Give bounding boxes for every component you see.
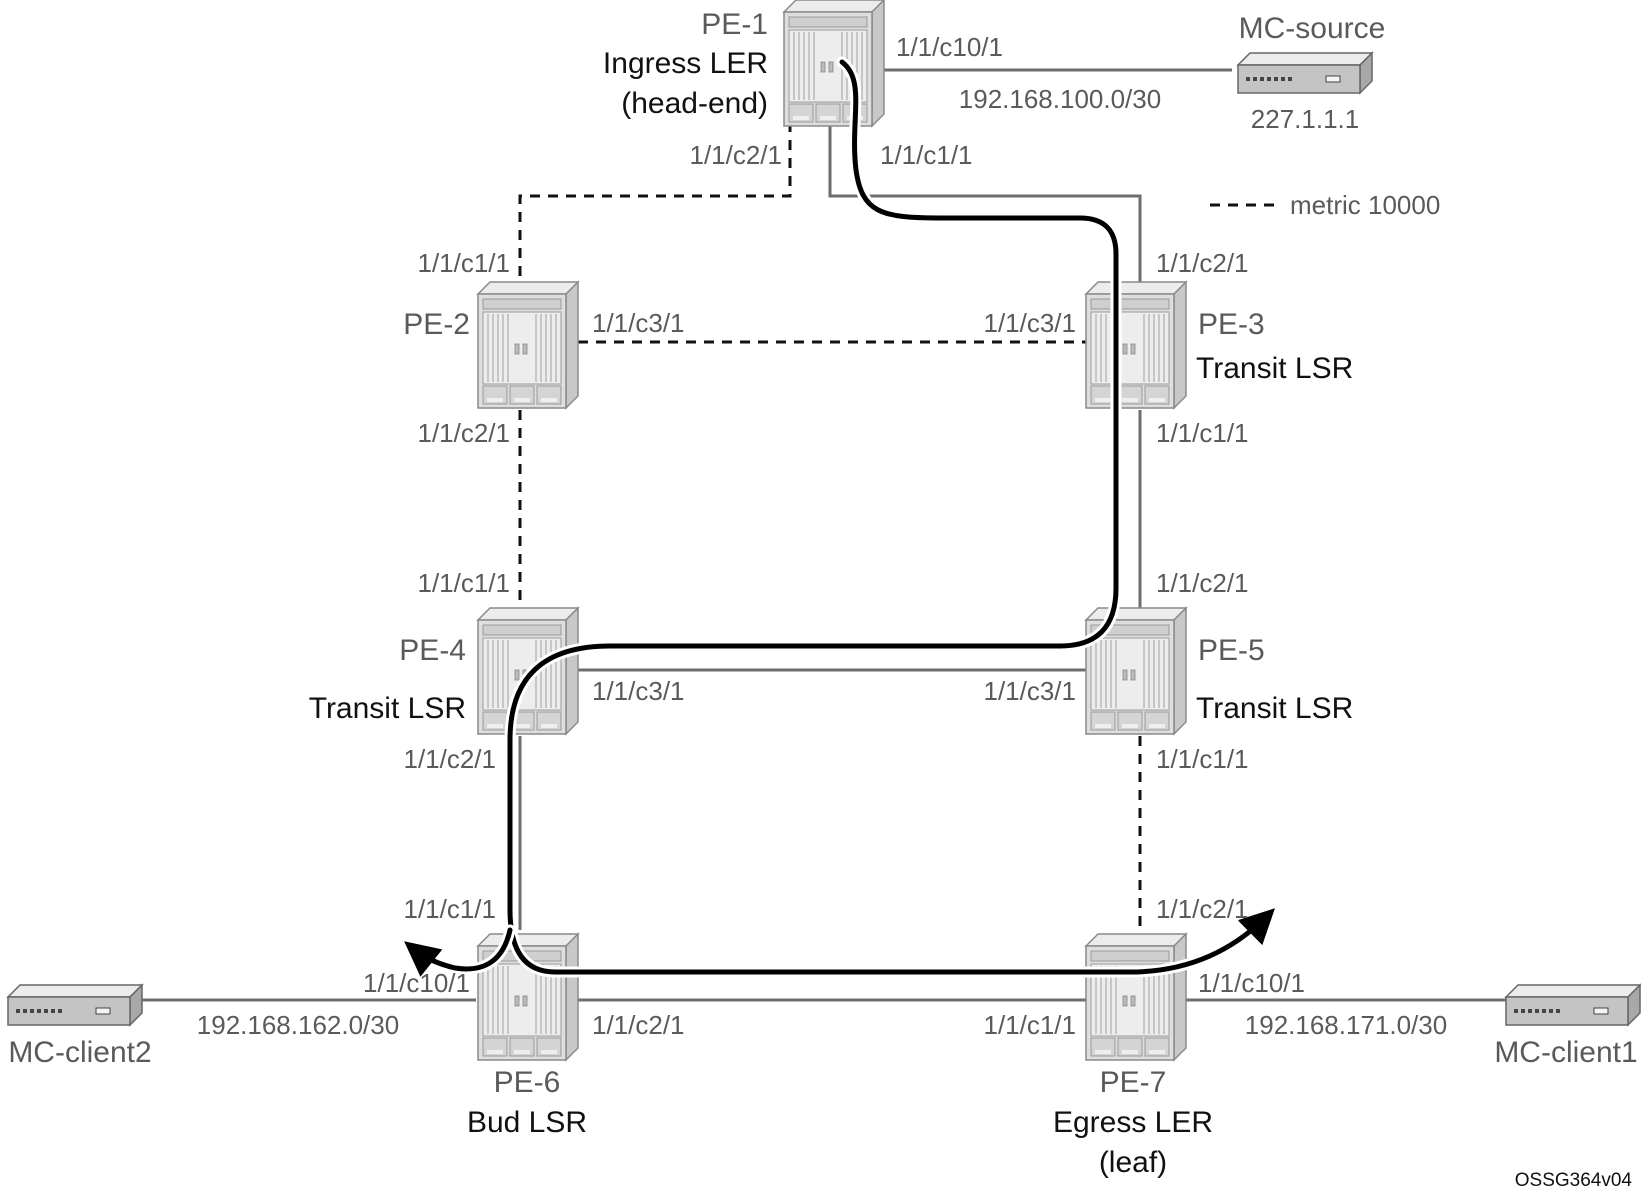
router-pe1-icon[interactable] xyxy=(783,0,885,127)
pe4-port-c2: 1/1/c2/1 xyxy=(403,744,496,774)
pe5-port-c2: 1/1/c2/1 xyxy=(1156,568,1249,598)
pe6-name: PE-6 xyxy=(494,1066,561,1099)
router-pe7-icon[interactable] xyxy=(1085,933,1187,1061)
lsp-path xyxy=(404,56,1275,978)
pe3-role: Transit LSR xyxy=(1196,352,1353,385)
pe1-role: Ingress LER xyxy=(603,47,768,80)
pe1-port-c10: 1/1/c10/1 xyxy=(896,32,1003,62)
host-mc-client1-icon[interactable] xyxy=(1505,984,1641,1026)
pe1-name: PE-1 xyxy=(701,8,768,41)
subnet-client1: 192.168.171.0/30 xyxy=(1245,1010,1447,1040)
pe6-port-c10: 1/1/c10/1 xyxy=(363,968,470,998)
link-pe1-pe2 xyxy=(518,122,792,282)
pe3-name: PE-3 xyxy=(1198,308,1265,341)
mc-source-addr: 227.1.1.1 xyxy=(1251,104,1359,134)
pe3-port-c3: 1/1/c3/1 xyxy=(983,308,1076,338)
pe4-name: PE-4 xyxy=(399,634,466,667)
pe4-port-c3: 1/1/c3/1 xyxy=(592,676,685,706)
pe7-role: Egress LER xyxy=(1053,1106,1213,1139)
pe5-port-c1: 1/1/c1/1 xyxy=(1156,744,1249,774)
pe7-port-c10: 1/1/c10/1 xyxy=(1198,968,1305,998)
mc-source-name: MC-source xyxy=(1239,12,1386,45)
lsp-path-main xyxy=(507,59,1275,975)
pe3-port-c2: 1/1/c2/1 xyxy=(1156,248,1249,278)
pe5-name: PE-5 xyxy=(1198,634,1265,667)
lsp-path-outline xyxy=(504,56,1271,978)
pe6-role: Bud LSR xyxy=(467,1106,587,1139)
link-pe1-pe3 xyxy=(828,122,1142,282)
pe7-name: PE-7 xyxy=(1100,1066,1167,1099)
pe6-port-c1: 1/1/c1/1 xyxy=(403,894,496,924)
pe5-port-c3: 1/1/c3/1 xyxy=(983,676,1076,706)
links xyxy=(140,68,1506,1002)
pe1-port-c1: 1/1/c1/1 xyxy=(880,140,973,170)
pe4-port-c1: 1/1/c1/1 xyxy=(417,568,510,598)
pe7-port-c1: 1/1/c1/1 xyxy=(983,1010,1076,1040)
mc-client1-name: MC-client1 xyxy=(1494,1036,1637,1069)
pe2-port-c1: 1/1/c1/1 xyxy=(417,248,510,278)
pe1-port-c2: 1/1/c2/1 xyxy=(689,140,782,170)
pe3-port-c1: 1/1/c1/1 xyxy=(1156,418,1249,448)
pe2-port-c2: 1/1/c2/1 xyxy=(417,418,510,448)
host-mc-source-icon[interactable] xyxy=(1237,52,1373,94)
router-pe3-icon[interactable] xyxy=(1085,281,1187,409)
pe7-port-c2: 1/1/c2/1 xyxy=(1156,894,1249,924)
legend-dashed-label: metric 10000 xyxy=(1290,190,1440,220)
subnet-client2: 192.168.162.0/30 xyxy=(197,1010,399,1040)
figure-id: OSSG364v04 xyxy=(1515,1170,1633,1191)
router-pe2-icon[interactable] xyxy=(477,281,579,409)
lsp-branch-pe6 xyxy=(404,927,513,977)
pe5-role: Transit LSR xyxy=(1196,692,1353,725)
dashed-links xyxy=(518,122,1280,930)
pe2-port-c3: 1/1/c3/1 xyxy=(592,308,685,338)
pe1-role-sub: (head-end) xyxy=(621,87,768,120)
pe4-role: Transit LSR xyxy=(309,692,466,725)
subnet-source: 192.168.100.0/30 xyxy=(959,84,1161,114)
mc-client2-name: MC-client2 xyxy=(8,1036,151,1069)
pe6-port-c2: 1/1/c2/1 xyxy=(592,1010,685,1040)
router-pe6-icon[interactable] xyxy=(477,933,579,1061)
pe2-name: PE-2 xyxy=(403,308,470,341)
host-mc-client2-icon[interactable] xyxy=(7,984,143,1026)
pe7-role-sub: (leaf) xyxy=(1099,1146,1167,1179)
